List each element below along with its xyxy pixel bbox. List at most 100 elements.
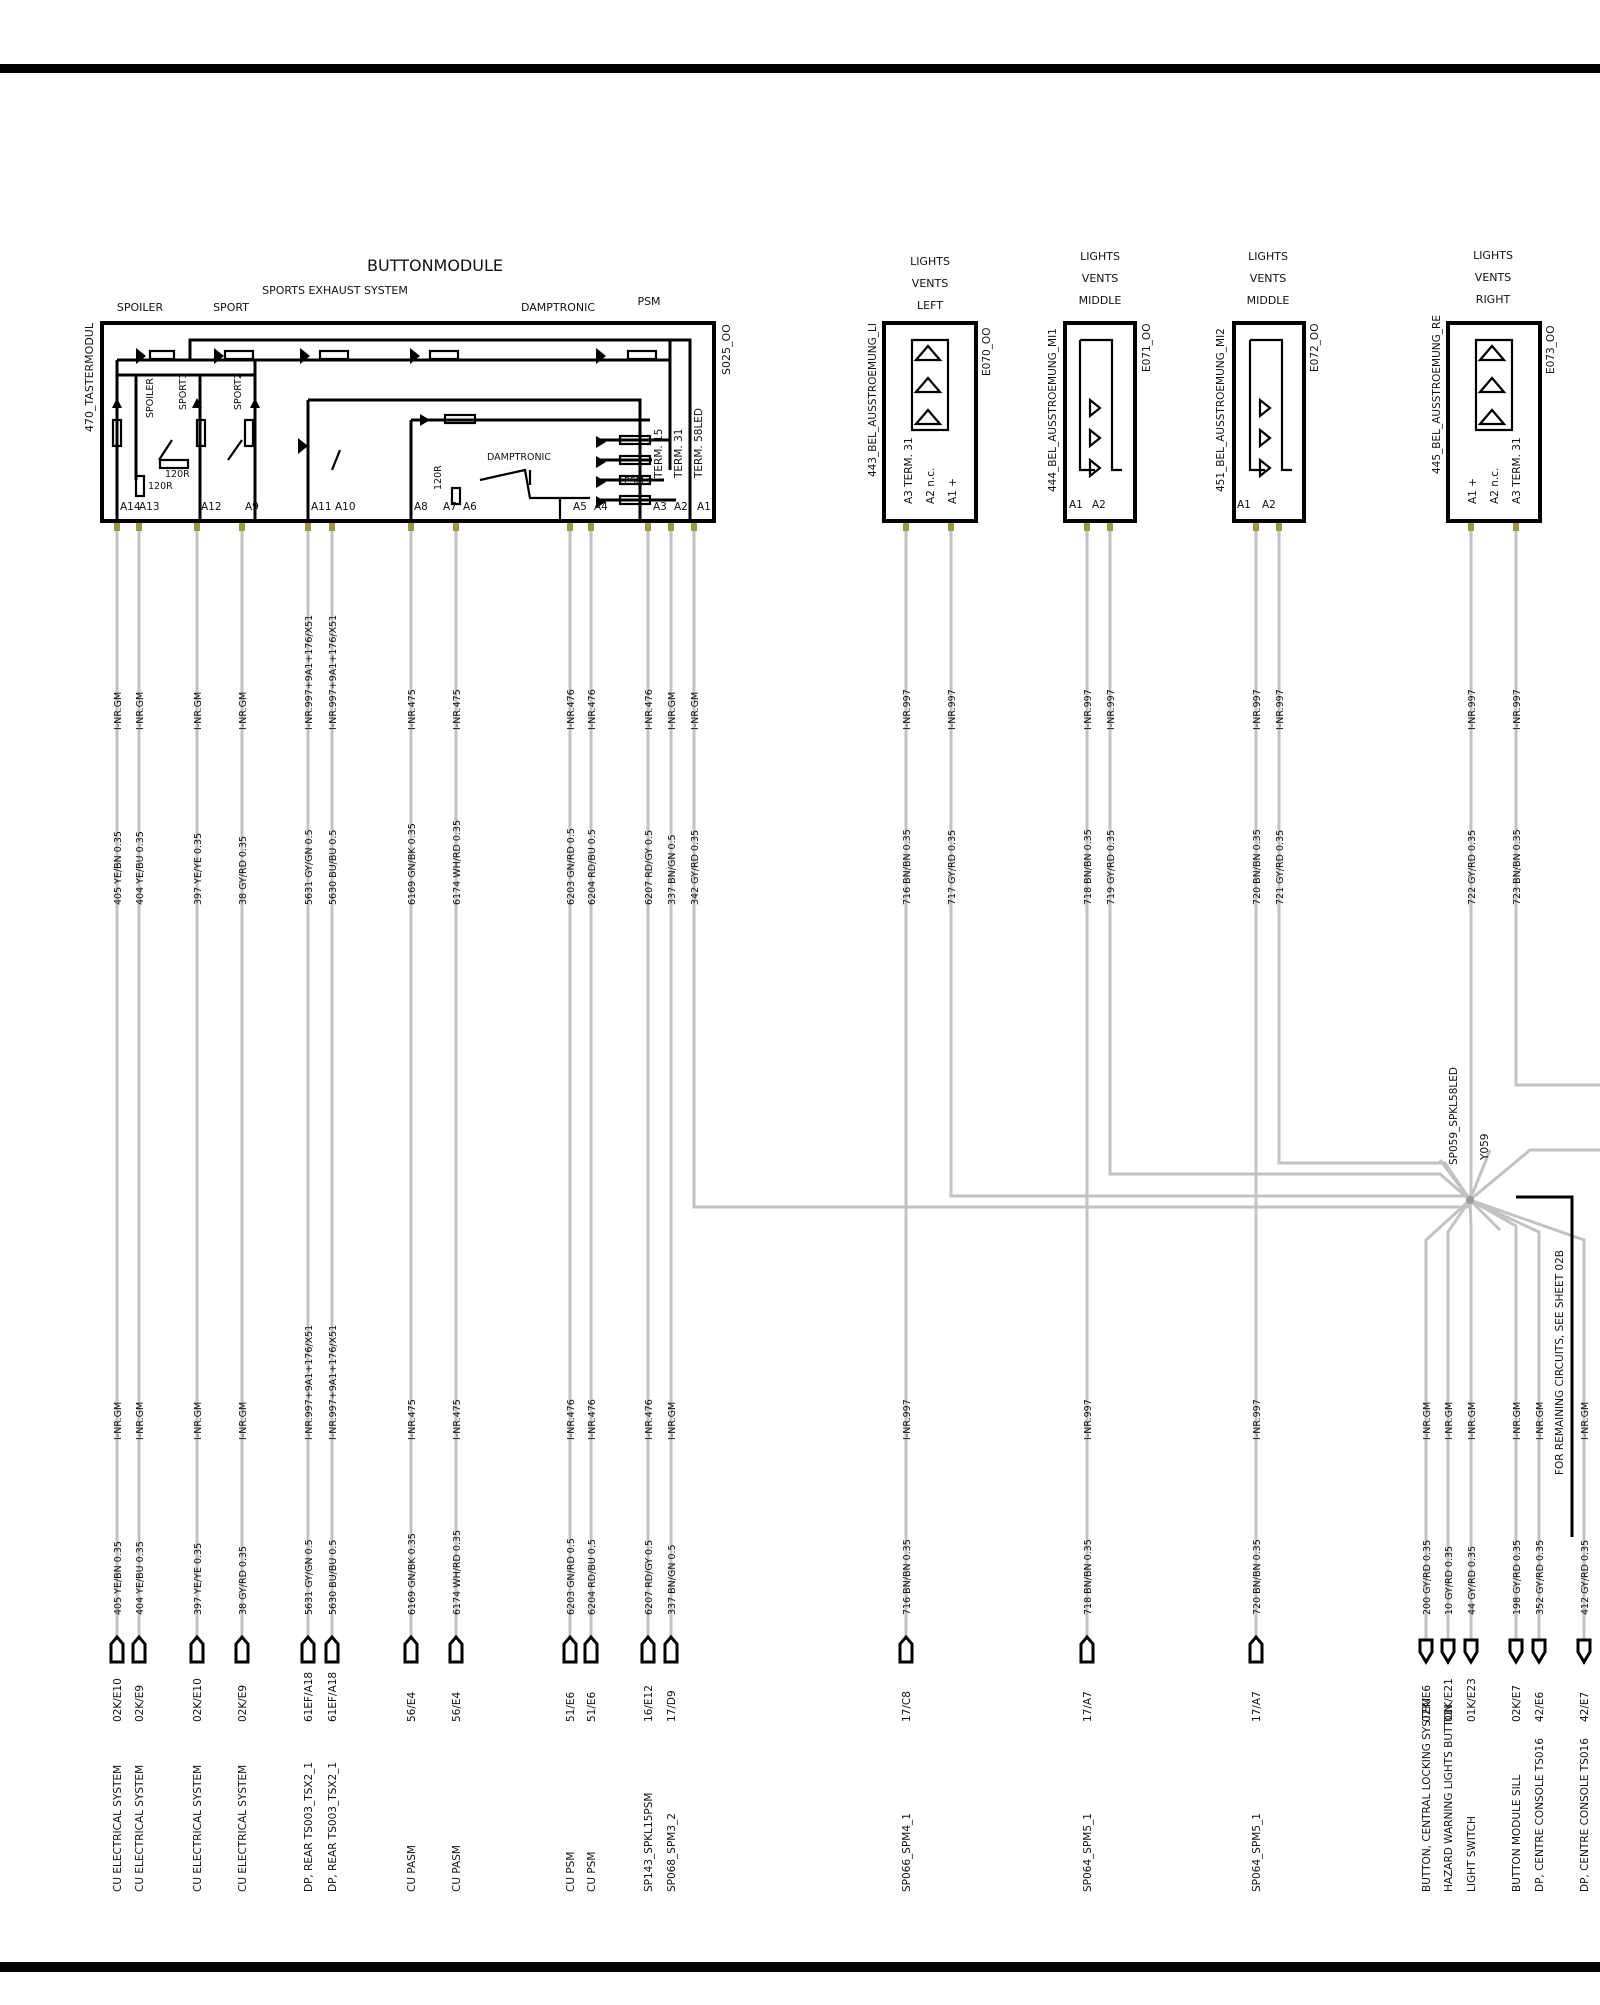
pin-contact <box>239 521 245 531</box>
connector-symbol <box>663 1634 679 1664</box>
wire-code-label: 6203 GN/RD 0.5 <box>566 1538 577 1615</box>
connector-pin-label: 16/E12 <box>643 1685 655 1722</box>
wire-code-label: 352 GY/RD 0.35 <box>1535 1540 1546 1615</box>
wire-code-label: 397 YE/YE 0.35 <box>193 1543 204 1615</box>
wire-nr-label: I-NR.GM <box>113 692 124 730</box>
wire-line <box>1514 531 1600 1087</box>
connector-symbol <box>640 1634 656 1664</box>
pin-contact <box>948 521 954 531</box>
pin-contact <box>194 521 200 531</box>
caption-line-2: VENTS <box>1250 272 1286 285</box>
connector-symbol <box>1576 1638 1592 1665</box>
component-id: E071_OO <box>1141 324 1153 372</box>
reference-note-text: FOR REMAINING CIRCUITS, SEE SHEET 02B <box>1554 1250 1566 1475</box>
group-label-psm: PSM <box>637 295 660 308</box>
connector-pin-label: 17/A7 <box>1082 1691 1094 1722</box>
connector-pin-label: 02K/E9 <box>237 1685 249 1722</box>
caption-line-3: LEFT <box>917 299 943 312</box>
pin-label-a2: A2 n.c. <box>1489 468 1501 504</box>
connector-pin-label: 51/E6 <box>586 1691 598 1722</box>
diode-bridge <box>1474 338 1514 432</box>
pin-label: A2 <box>674 501 688 513</box>
wire-nr-label: I-NR.GM <box>1580 1402 1591 1440</box>
wire-code-label: 718 BN/BN 0.35 <box>1083 1539 1094 1615</box>
group-label-spoiler: SPOILER <box>117 301 164 314</box>
component-title: BUTTONMODULE <box>367 256 503 275</box>
wire-nr-label: I-NR.997 <box>1252 1399 1263 1440</box>
pin-label-a2: A2 <box>1092 499 1106 511</box>
connector-symbol <box>583 1634 599 1664</box>
inner-label-sport2: SPORT2 <box>233 373 244 410</box>
wire-line <box>1469 1198 1541 1640</box>
resistor-13 <box>318 349 350 361</box>
pin-contact <box>1084 521 1090 531</box>
connector-symbol <box>403 1634 419 1664</box>
wire-code-label: 6174 WH/RD 0.35 <box>452 1530 463 1615</box>
connector-pin-label: 61EF/A18 <box>303 1672 315 1722</box>
wire-code-label: 337 BN/GN 0.5 <box>667 834 678 905</box>
wire-line <box>1468 1198 1502 1232</box>
connector-symbol <box>898 1634 914 1664</box>
internal-bus <box>115 338 692 520</box>
pin-label: A10 <box>335 501 356 513</box>
wire-nr-label: I-NR.GM <box>690 692 701 730</box>
internal-switches <box>158 439 590 520</box>
destination-label: CU PASM <box>406 1845 418 1892</box>
wire-nr-label: I-NR.GM <box>667 1402 678 1440</box>
resistor-12 <box>223 349 255 361</box>
component-frame <box>1446 321 1542 523</box>
pin-contact <box>305 521 311 531</box>
inner-label-spoiler: SPOILER <box>145 378 156 418</box>
splice-point: SP059_SPKL58LED Y059 <box>1448 1067 1491 1165</box>
component-frame <box>1063 321 1137 523</box>
wire-line <box>1424 1198 1472 1640</box>
destination-label: CU PSM <box>586 1852 598 1892</box>
term-label-58led: TERM. 58LED <box>693 408 705 479</box>
wire-code-label: 405 YE/BN 0.35 <box>113 1541 124 1615</box>
component-lights-vents-right: LIGHTS VENTS RIGHT 445_BEL_AUSSTROEMUNG_… <box>1431 249 1557 523</box>
connector-symbol <box>1508 1638 1524 1665</box>
destination-label: BUTTON MODULE SILL <box>1511 1774 1523 1892</box>
wire-nr-label: I-NR.997 <box>1512 689 1523 730</box>
wire-nr-label: I-NR.GM <box>193 1402 204 1440</box>
term-label-31: TERM. 31 <box>673 429 685 479</box>
term-label-15: TERM. 15 <box>653 429 665 479</box>
wire-nr-label: I-NR.475 <box>452 689 463 730</box>
connector-pin-label: 17/D9 <box>666 1690 678 1722</box>
wire-line <box>1446 1199 1472 1640</box>
inner-label-sport1: SPORT1 <box>178 373 189 410</box>
connector-pin-label: 02K/E9 <box>134 1685 146 1722</box>
resistor-3 <box>243 418 255 448</box>
destination-label: CU ELECTRICAL SYSTEM <box>134 1765 146 1892</box>
wire-code-label: 38 GY/RD 0.35 <box>238 836 249 905</box>
wire-nr-label: I-NR.997+9A1+176/X51 <box>328 1325 339 1440</box>
resistor-16 <box>148 349 176 361</box>
resistor-15 <box>626 349 658 361</box>
wire-code-label: 718 BN/BN 0.35 <box>1083 829 1094 905</box>
pin-contact <box>408 521 414 531</box>
pin-label-a3: A3 TERM. 31 <box>903 437 915 504</box>
wire-code-label: 38 GY/RD 0.35 <box>238 1546 249 1615</box>
wire-nr-label: I-NR.997 <box>1083 1399 1094 1440</box>
inner-label-damptronic: DAMPTRONIC <box>487 452 551 463</box>
pin-label-a2: A2 <box>1262 499 1276 511</box>
connector-symbol <box>1418 1638 1434 1665</box>
top-border <box>0 64 1600 73</box>
wire-nr-label: I-NR.476 <box>587 689 598 730</box>
pin-label: A7 <box>443 501 457 513</box>
resistor-7 <box>443 413 477 425</box>
connector-pin-label: 01K/E23 <box>1466 1678 1478 1722</box>
wire-code-label: 716 BN/BN 0.35 <box>902 1539 913 1615</box>
resistor-14 <box>428 349 460 361</box>
wire-line <box>1277 531 1472 1201</box>
led-group <box>112 348 606 508</box>
wire-nr-label: I-NR.997 <box>1467 689 1478 730</box>
wire-nr-label: I-NR.997+9A1+176/X51 <box>304 1325 315 1440</box>
wire-code-label: 722 GY/RD 0.35 <box>1467 830 1478 905</box>
pin-contact <box>1107 521 1113 531</box>
wire-code-label: 6204 RD/BU 0.5 <box>587 829 598 905</box>
connector-symbol <box>189 1634 205 1664</box>
group-label-damptronic: DAMPTRONIC <box>521 301 595 314</box>
